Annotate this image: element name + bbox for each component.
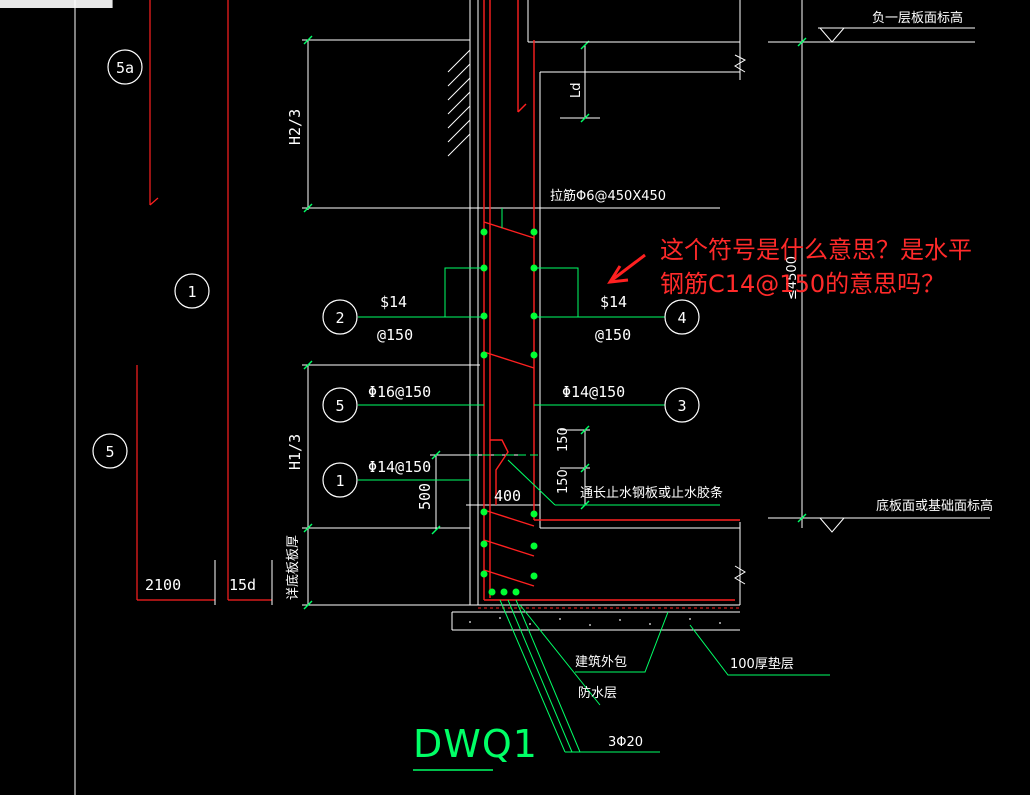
level-bottom-label: 底板面或基础面标高: [876, 498, 993, 514]
left-elevation: [74, 0, 273, 795]
callout-5a-label: 5a: [116, 59, 134, 77]
bar-4-size: $14: [600, 293, 627, 311]
dim-2100: 2100: [145, 576, 181, 594]
tie-bar-label: 拉筋Φ6@450X450: [550, 188, 666, 204]
callout-1-left-label: 1: [187, 283, 196, 301]
level-markers: [818, 27, 990, 533]
callout-5-mid-label: 5: [335, 397, 344, 415]
dim-15d: 15d: [229, 576, 256, 594]
bar-4-spacing: @150: [595, 326, 631, 344]
bottom-bars-label: 3Φ20: [608, 735, 643, 750]
dim-150-upper: 150: [556, 427, 571, 452]
rebar-dots: [480, 228, 538, 596]
wall-outline: [451, 0, 747, 631]
callout-2-label: 2: [335, 309, 344, 327]
window-tab-strip: [0, 0, 113, 8]
dim-500: 500: [416, 483, 434, 510]
dim-400: 400: [494, 487, 521, 505]
dim-h1-third: H1/3: [286, 434, 304, 470]
leader-lines: [358, 208, 830, 753]
bar-2-spacing: @150: [377, 326, 413, 344]
callout-5-left-label: 5: [105, 443, 114, 461]
callout-3-label: 3: [677, 397, 686, 415]
soil-hatch: [447, 49, 471, 157]
annotation-arrow[interactable]: [607, 253, 646, 284]
slab-thickness-note: 详底板板厚: [285, 535, 301, 600]
callout-1-mid-label: 1: [335, 472, 344, 490]
bar-3-label: Φ14@150: [562, 383, 625, 401]
dim-150-lower: 150: [556, 469, 571, 494]
drawing-title: DWQ1: [413, 722, 538, 766]
rebar-lines: [483, 0, 740, 601]
dim-h2-third: H2/3: [286, 109, 304, 145]
water-stop-label: 通长止水钢板或止水胶条: [580, 485, 723, 501]
bar-1-label: Φ14@150: [368, 458, 431, 476]
dim-4500: ≤4500: [785, 256, 800, 300]
callout-4-label: 4: [677, 309, 686, 327]
level-top-label: 负一层板面标高: [872, 10, 963, 26]
question-line-1: 这个符号是什么意思？是水平: [660, 236, 972, 264]
question-line-2: 钢筋C14@150的意思吗？: [660, 270, 945, 298]
waterproof-label-1: 建筑外包: [575, 654, 627, 670]
bedding-label: 100厚垫层: [730, 656, 794, 672]
waterproof-label-2: 防水层: [578, 685, 617, 701]
bar-2-size: $14: [380, 293, 407, 311]
bar-5-label: Φ16@150: [368, 383, 431, 401]
dim-ld: Ld: [569, 83, 584, 99]
callout-circles: [92, 49, 700, 498]
